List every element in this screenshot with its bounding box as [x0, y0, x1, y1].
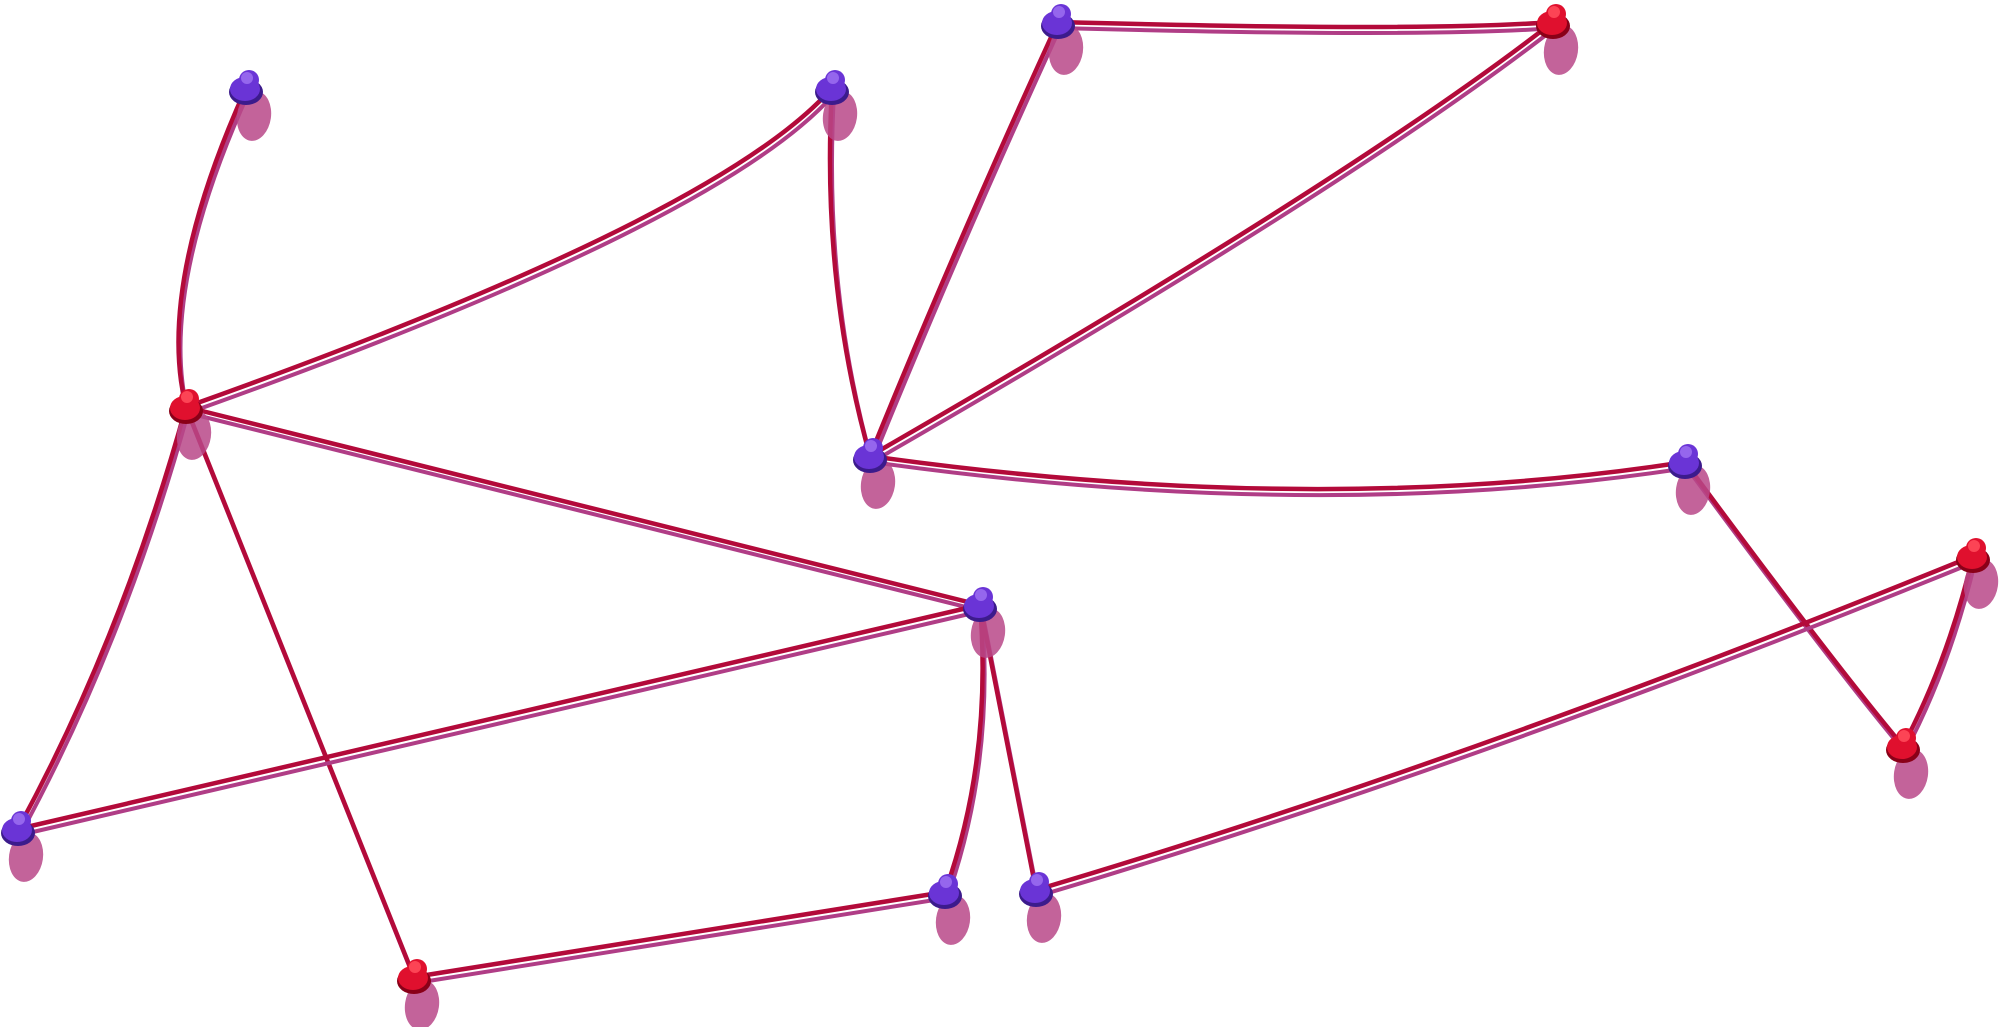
- push-pin-icon: [229, 70, 263, 105]
- edge-line: [15, 404, 189, 832]
- edge-n7-n14: [1682, 459, 1907, 754]
- edge-line: [411, 889, 948, 980]
- push-pin-icon: [1536, 4, 1570, 39]
- edge-line: [176, 85, 249, 410]
- push-pin-icon: [815, 70, 849, 105]
- edge-shadow: [186, 92, 836, 415]
- push-pin-icon: [853, 438, 887, 473]
- edge-line: [867, 19, 1556, 459]
- edge-line: [1682, 459, 1906, 749]
- edge-shadow: [1058, 26, 1557, 35]
- push-pin-icon: [1019, 872, 1053, 907]
- push-pin-icon: [1956, 538, 1990, 573]
- edge-line: [1033, 553, 1976, 893]
- push-pin-icon: [1886, 728, 1920, 763]
- edge-shadow: [870, 26, 1557, 464]
- edge-shadow: [186, 411, 984, 613]
- edge-line: [183, 85, 835, 410]
- edge-line: [183, 404, 417, 980]
- edge-n2-n3: [183, 85, 836, 415]
- edge-n3-n6: [827, 85, 874, 464]
- edge-line: [183, 404, 983, 608]
- pin-shadows-layer: [8, 25, 1999, 1027]
- edge-n2-n11: [183, 404, 418, 985]
- edge-line: [1055, 19, 1556, 30]
- edge-shadow: [18, 609, 984, 837]
- edge-shadow: [870, 460, 1689, 498]
- push-pin-icon: [169, 389, 203, 424]
- edge-n11-n12: [411, 889, 949, 985]
- edge-n4-n5: [1055, 19, 1557, 35]
- edge-line: [867, 453, 1688, 492]
- edge-n1-n2: [176, 85, 250, 415]
- edge-shadow: [414, 896, 949, 985]
- edge-n5-n6: [867, 19, 1557, 464]
- edge-n2-n9: [183, 404, 984, 613]
- edge-n2-n10: [15, 404, 190, 837]
- edges-layer: [15, 19, 1977, 985]
- push-pin-icon: [1668, 444, 1702, 479]
- edge-line: [1900, 553, 1976, 749]
- push-pin-icon: [1, 811, 35, 846]
- push-pin-icon: [1041, 4, 1075, 39]
- edge-n6-n7: [867, 453, 1689, 498]
- edge-n4-n6: [867, 19, 1062, 464]
- push-pin-icon: [397, 959, 431, 994]
- edge-shadow: [1036, 560, 1977, 898]
- edge-line: [15, 602, 983, 832]
- edge-shadow: [18, 411, 190, 837]
- edge-n9-n10: [15, 602, 984, 837]
- edge-line: [827, 85, 873, 459]
- pins-layer: [1, 4, 1990, 994]
- edge-shadow: [870, 26, 1062, 464]
- push-pin-icon: [928, 874, 962, 909]
- push-pin-icon: [963, 587, 997, 622]
- edge-n8-n13: [1033, 553, 1977, 898]
- edge-line: [867, 19, 1061, 459]
